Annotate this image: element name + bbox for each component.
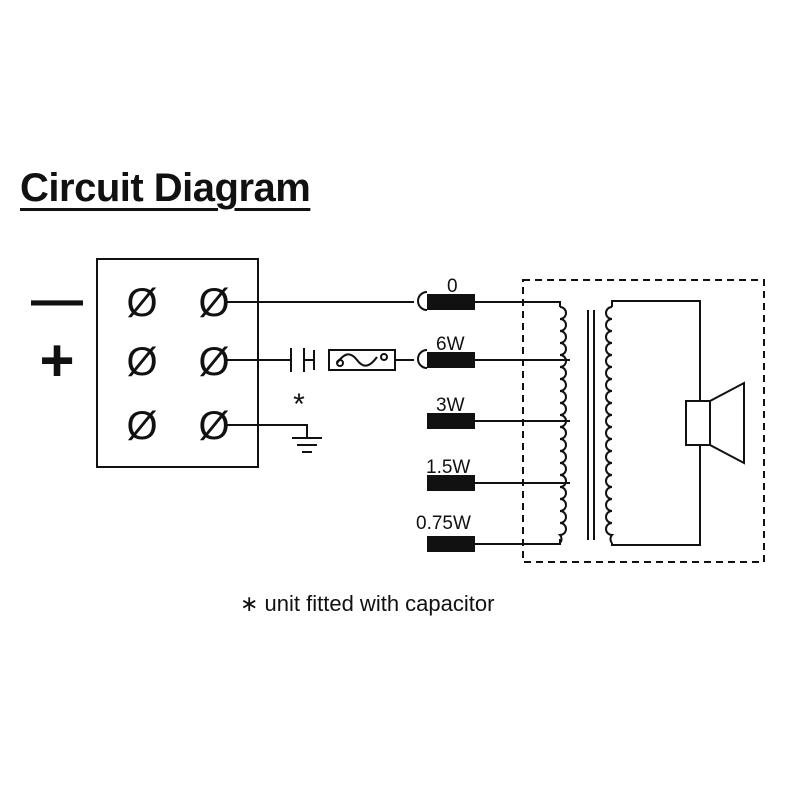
speaker-icon	[685, 381, 745, 465]
primary-coil	[557, 306, 567, 544]
secondary-wire	[611, 445, 701, 546]
tap-block	[427, 352, 475, 368]
secondary-coil	[605, 306, 615, 544]
secondary-wire	[611, 300, 701, 401]
tap-label-0-75w: 0.75W	[416, 513, 471, 534]
ground-icon	[292, 437, 322, 453]
screw-terminal-icon: Ø	[198, 404, 229, 448]
tap-block	[427, 294, 475, 310]
terminal-block	[96, 258, 259, 468]
tap-label-1-5w: 1.5W	[426, 457, 470, 478]
diagram-title: Circuit Diagram	[20, 166, 311, 210]
minus-sign: —	[31, 271, 83, 329]
tap-block	[427, 536, 475, 552]
capacitor-asterisk: *	[293, 388, 305, 421]
fuse-icon	[313, 349, 396, 371]
socket-icon	[417, 291, 428, 311]
tap-label-6w: 6W	[436, 334, 465, 355]
screw-terminal-icon: Ø	[126, 404, 157, 448]
plus-sign: +	[39, 327, 74, 394]
screw-terminal-icon: Ø	[198, 281, 229, 325]
capacitor-icon	[290, 348, 305, 372]
tap-wire	[474, 539, 561, 545]
tap-label-3w: 3W	[436, 395, 465, 416]
tap-block	[427, 413, 475, 429]
tap-label-0: 0	[447, 276, 458, 297]
transformer-icon	[557, 300, 701, 546]
screw-terminal-icon: Ø	[126, 340, 157, 384]
screw-terminal-icon: Ø	[198, 340, 229, 384]
tap-block	[427, 475, 475, 491]
capacitor-footnote: ∗ unit fitted with capacitor	[240, 591, 495, 616]
socket-icon	[417, 349, 428, 369]
tap-wire	[474, 301, 561, 307]
wire-ground	[226, 424, 308, 438]
screw-terminal-icon: Ø	[126, 281, 157, 325]
